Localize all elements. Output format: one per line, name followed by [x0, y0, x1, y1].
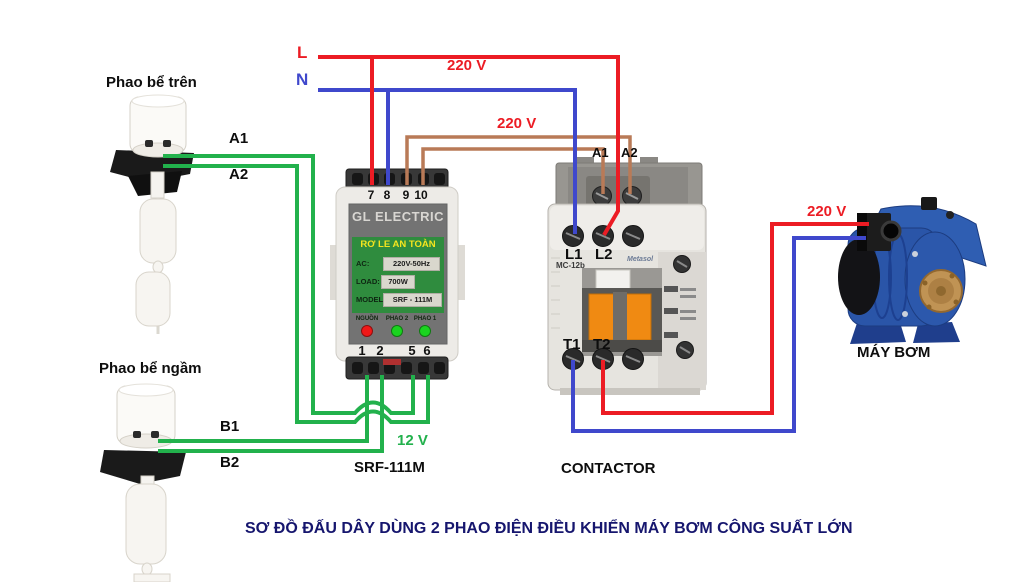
relay-led1-label: NGUỒN: [355, 316, 379, 322]
contactor-graphic: [547, 157, 707, 395]
contactor-t2-label: T2: [593, 336, 611, 353]
float-bottom-slot2: [151, 431, 159, 438]
float-switch-bottom-graphic: [100, 383, 186, 582]
relay-brand: GL ELECTRIC: [352, 209, 444, 224]
voltage-main-label: 220 V: [447, 57, 487, 74]
led-float2: [391, 325, 403, 337]
float-top-slot2: [163, 140, 171, 147]
float-bottom-bracket: [100, 450, 186, 484]
led-power: [361, 325, 373, 337]
wire-label-a1: A1: [229, 130, 249, 147]
voltage-coil-label: 220 V: [497, 115, 537, 132]
pump-top-fitting: [921, 197, 937, 210]
float-top-ball2: [135, 271, 171, 327]
contactor-l2-label: L2: [595, 246, 613, 263]
float-top-slot1: [145, 140, 153, 147]
relay-panel-title: RƠ LE AN TOÀN: [360, 239, 436, 250]
wire-neutral-t1-pump: [571, 236, 866, 433]
voltage-pump-label: 220 V: [807, 203, 847, 220]
relay-spec2-key: LOAD:: [356, 277, 380, 286]
relay-spec3-key: MODEL:: [356, 295, 386, 304]
contactor-brand: Metasol: [627, 256, 654, 263]
relay-terminal-5: 5: [408, 343, 416, 358]
float-top-dome: [131, 94, 185, 108]
contactor-model: MC-12b: [556, 261, 585, 270]
wire-b1-to-terminal1: [158, 375, 369, 443]
contactor-right-column: [658, 252, 706, 390]
pump-title: MÁY BƠM: [857, 344, 931, 361]
relay-name: SRF-111M: [354, 459, 425, 476]
float-bottom-slot1: [133, 431, 141, 438]
relay-terminal-9: 9: [402, 188, 410, 202]
wire-live-t2-pump: [601, 222, 869, 415]
pump-graphic: [838, 197, 987, 344]
wire-neutral-main: [318, 88, 577, 234]
contactor-name: CONTACTOR: [561, 460, 656, 477]
relay-terminal-8: 8: [383, 188, 391, 202]
float-top-title: Phao bể trên: [106, 74, 197, 91]
contactor-t1-label: T1: [563, 336, 581, 353]
wire-coil-10-a1: [421, 147, 605, 194]
relay-terminal-7: 7: [367, 188, 375, 202]
pump-foot-right: [913, 322, 960, 343]
relay-terminal-10: 10: [414, 188, 428, 202]
neutral-label: N: [296, 70, 309, 89]
relay-bottom-connector: [383, 359, 401, 365]
pump-end-cap: [838, 239, 880, 315]
contactor-a2-label: A2: [621, 145, 638, 160]
relay-terminal-2: 2: [376, 343, 384, 358]
led-float1: [419, 325, 431, 337]
relay-spec2-value: 700W: [381, 275, 415, 289]
float-bottom-ball2: [133, 573, 171, 582]
relay-spec3-value: SRF - 111M: [383, 293, 442, 307]
relay-tab-left: [330, 245, 340, 300]
wire-label-b2: B2: [220, 454, 240, 471]
voltage-float-label: 12 V: [397, 432, 428, 449]
float-switch-top-graphic: [110, 94, 194, 334]
contactor-contact-left: [588, 293, 618, 341]
live-label: L: [297, 43, 308, 62]
diagram-caption: SƠ ĐỒ ĐẤU DÂY DÙNG 2 PHAO ĐIỆN ĐIỀU KHIỂ…: [245, 520, 853, 537]
float-top-rim: [132, 142, 184, 158]
relay-terminal-6: 6: [423, 343, 431, 358]
relay-spec1-key: AC:: [356, 259, 370, 268]
contactor-l1-label: L1: [565, 246, 583, 263]
wire-a2-to-terminal6: [163, 164, 430, 424]
wires: [158, 55, 869, 453]
wire-coil-9-a2: [405, 135, 632, 194]
relay-led3-label: PHAO 1: [413, 316, 437, 322]
wire-live-main: [318, 55, 620, 237]
float-bottom-title: Phao bể ngầm: [99, 360, 202, 377]
wire-label-b1: B1: [220, 418, 240, 435]
contactor-a1-label: A1: [592, 145, 609, 160]
relay-terminal-1: 1: [358, 343, 366, 358]
wire-b2-to-terminal2: [158, 375, 384, 453]
relay-spec1-value: 220V-50Hz: [383, 257, 440, 271]
relay-led2-label: PHAO 2: [385, 316, 409, 322]
float-bottom-dome: [118, 383, 174, 397]
relay-tab-right: [455, 245, 465, 300]
wire-a1-to-terminal5: [163, 154, 415, 415]
wire-label-a2: A2: [229, 166, 249, 183]
pump-inlet-ring: [880, 220, 902, 242]
